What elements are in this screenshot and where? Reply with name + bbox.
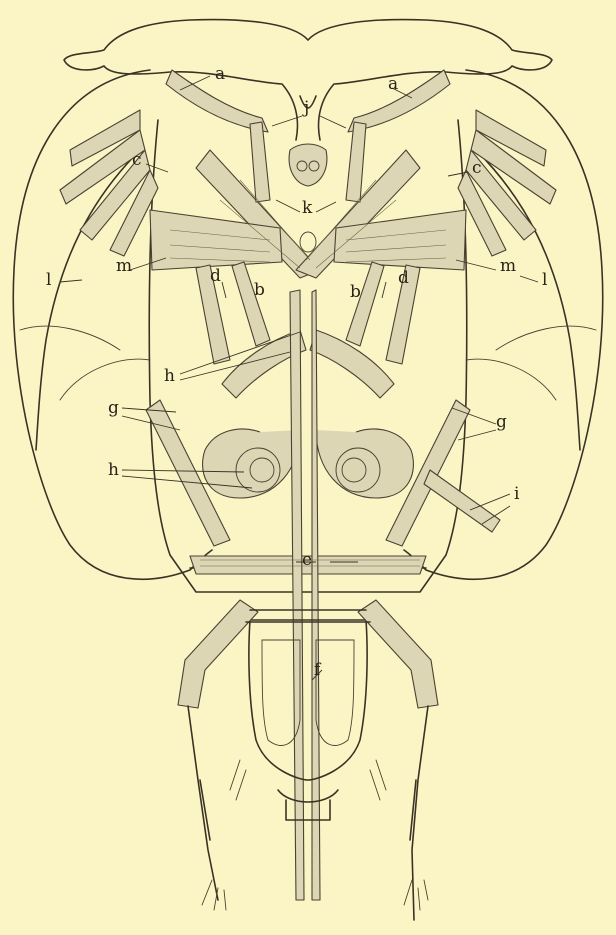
label-c-left: c: [132, 152, 142, 169]
label-d-left: d: [210, 268, 221, 285]
right-muscle-j: [346, 122, 366, 202]
label-l-right: l: [542, 272, 547, 289]
label-l-left: l: [46, 272, 51, 289]
right-leg-claw: [404, 880, 428, 910]
label-h-lower: h: [108, 462, 119, 479]
label-k: k: [302, 200, 312, 217]
median-ganglion: [289, 144, 327, 186]
left-leg: [178, 600, 258, 708]
right-spiral-organ: [316, 429, 413, 498]
label-j: j: [304, 100, 309, 117]
left-leg-claw: [202, 880, 226, 910]
right-longitudinal-muscle-f: [312, 290, 320, 900]
abdomen-right-lobe: [316, 640, 354, 745]
right-inner-shell-curve-2: [496, 326, 596, 350]
body-outline: [149, 120, 466, 592]
median-body: [300, 232, 316, 252]
label-h-upper: h: [164, 368, 175, 385]
right-muscle-a: [348, 70, 450, 132]
label-g-left: g: [108, 400, 119, 417]
abdomen-plates: [278, 790, 338, 820]
left-inner-shell-curve: [60, 359, 150, 400]
left-inner-shell-curve-2: [20, 326, 120, 350]
right-muscle-fan-c: [458, 110, 556, 256]
label-i: i: [514, 486, 519, 503]
label-m-right: m: [500, 258, 516, 275]
left-leg-lower: [188, 706, 218, 900]
right-muscle-b: [346, 262, 384, 346]
label-e: e: [302, 552, 312, 569]
left-muscle-fan-c: [60, 110, 158, 256]
right-carapace-valve: [404, 70, 603, 579]
label-a-right: a: [388, 76, 398, 93]
label-f: f: [314, 662, 320, 679]
label-b-right: b: [350, 284, 361, 301]
right-leg: [358, 600, 438, 708]
left-muscle-j: [250, 122, 270, 202]
label-d-right: d: [398, 270, 409, 287]
label-b-left: b: [254, 282, 265, 299]
right-muscle-i: [424, 470, 500, 532]
left-muscle-b: [232, 262, 270, 346]
label-g-right: g: [496, 414, 507, 431]
right-inner-shell-curve: [466, 359, 556, 400]
abdomen-outline: [249, 620, 367, 780]
label-a-left: a: [215, 66, 225, 83]
left-carapace-valve: [13, 70, 212, 579]
left-longitudinal-muscle-f: [290, 290, 304, 900]
label-m-left: m: [116, 258, 132, 275]
label-c-right: c: [472, 160, 482, 177]
